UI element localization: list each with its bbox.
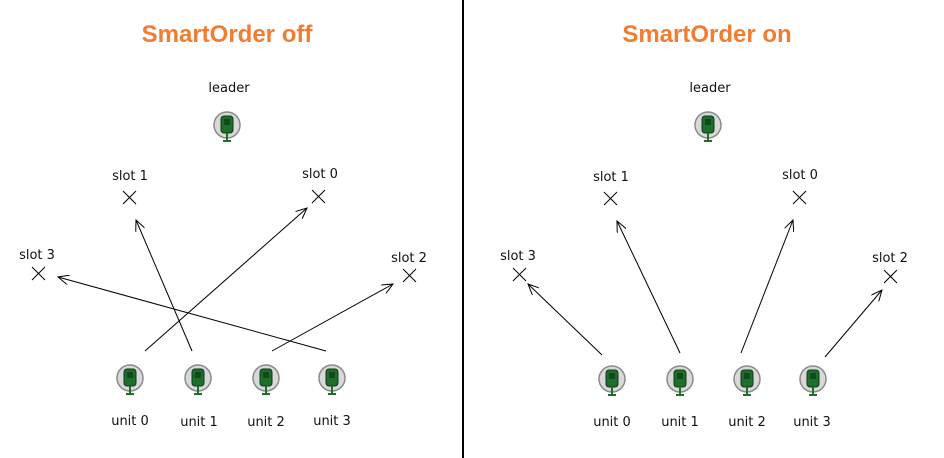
assignment-arrows	[528, 220, 882, 358]
unit-icon	[666, 365, 694, 397]
slot-x-marker	[883, 269, 898, 284]
slot-x-marker	[122, 190, 137, 205]
arrow-unit0-to-slot0	[144, 208, 307, 352]
slot-label: slot 2	[872, 251, 908, 266]
unit-label: unit 1	[661, 415, 699, 430]
unit-label: unit 0	[111, 414, 149, 429]
unit-icon	[598, 365, 626, 397]
unit-icon	[116, 364, 144, 396]
panel-smartorder-off: SmartOrder off leader slot 1 slot 0 slot…	[19, 21, 427, 430]
panel-title: SmartOrder off	[142, 21, 314, 48]
arrow-unit3-to-slot2	[824, 290, 882, 358]
arrow-unit2-to-slot2	[271, 284, 393, 352]
unit-icon	[252, 364, 280, 396]
slot-label: slot 0	[302, 167, 338, 182]
arrow-unit0-to-slot3	[528, 284, 603, 356]
unit-icon	[733, 365, 761, 397]
unit-icon	[318, 364, 346, 396]
slot-x-marker	[311, 189, 326, 204]
leader-unit-icon	[213, 111, 241, 143]
arrow-unit1-to-slot1	[617, 221, 681, 354]
assignment-arrows	[58, 208, 393, 352]
arrow-unit1-to-slot1	[136, 220, 193, 352]
panel-smartorder-on: SmartOrder on leader slot 1 slot 0 slot …	[500, 21, 908, 430]
slot-label: slot 0	[782, 168, 818, 183]
units: unit 0 unit 1 unit 2 unit 3	[593, 365, 831, 430]
slot-x-marker	[792, 190, 807, 205]
unit-label: unit 3	[313, 414, 351, 429]
unit-label: unit 2	[728, 415, 766, 430]
unit-icon	[799, 365, 827, 397]
leader-label: leader	[208, 81, 250, 96]
slot-x-marker	[512, 267, 527, 282]
slot-x-marker	[31, 266, 46, 281]
unit-label: unit 3	[793, 415, 831, 430]
slot-label: slot 2	[391, 251, 427, 266]
slot-markers: slot 1 slot 0 slot 3 slot 2	[500, 168, 908, 284]
units: unit 0 unit 1 unit 2 unit 3	[111, 364, 351, 430]
unit-label: unit 1	[180, 415, 218, 430]
arrow-unit3-to-slot3	[58, 277, 327, 352]
slot-x-marker	[402, 268, 417, 283]
unit-label: unit 0	[593, 415, 631, 430]
slot-markers: slot 1 slot 0 slot 3 slot 2	[19, 167, 427, 283]
unit-label: unit 2	[247, 415, 285, 430]
slot-label: slot 3	[19, 248, 55, 263]
slot-x-marker	[603, 191, 618, 206]
arrow-unit2-to-slot0	[740, 220, 793, 354]
leader-unit-icon	[694, 111, 722, 143]
leader-label: leader	[689, 81, 731, 96]
unit-icon	[184, 364, 212, 396]
slot-label: slot 1	[593, 170, 629, 185]
slot-label: slot 3	[500, 249, 536, 264]
panel-title: SmartOrder on	[622, 21, 791, 48]
slot-label: slot 1	[112, 169, 148, 184]
